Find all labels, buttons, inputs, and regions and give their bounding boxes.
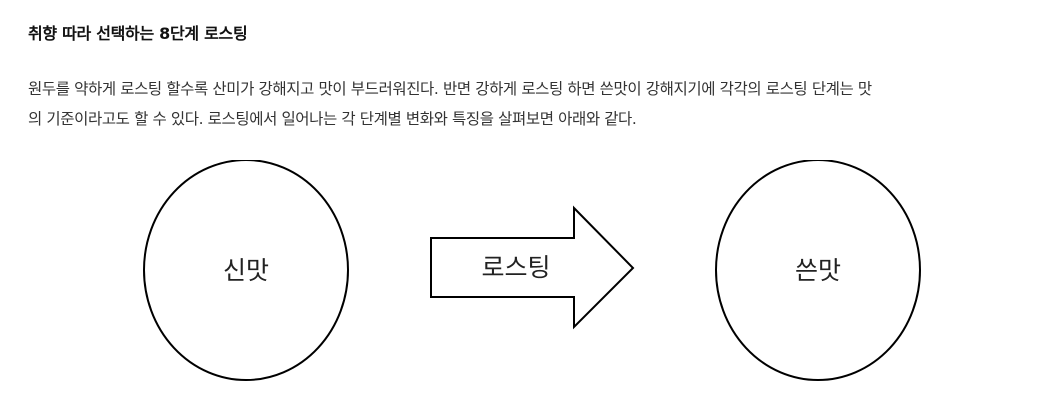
body-paragraph: 원두를 약하게 로스팅 할수록 산미가 강해지고 맛이 부드러워진다. 반면 강… bbox=[28, 74, 872, 134]
roasting-arrow-label: 로스팅 bbox=[481, 253, 550, 282]
roasting-arrow-shape bbox=[430, 205, 635, 330]
sour-taste-circle bbox=[143, 160, 349, 381]
paragraph-line-1: 원두를 약하게 로스팅 할수록 산미가 강해지고 맛이 부드러워진다. 반면 강… bbox=[28, 80, 872, 98]
bitter-taste-circle bbox=[715, 160, 921, 381]
paragraph-line-2: 의 기준이라고도 할 수 있다. 로스팅에서 일어나는 각 단계별 변화와 특징… bbox=[28, 110, 637, 128]
sour-taste-label: 신맛 bbox=[223, 256, 269, 285]
roasting-taste-diagram: 신맛 로스팅 쓴맛 bbox=[143, 160, 921, 381]
bitter-taste-label: 쓴맛 bbox=[795, 256, 841, 285]
section-heading: 취향 따라 선택하는 8단계 로스팅 bbox=[28, 24, 248, 43]
